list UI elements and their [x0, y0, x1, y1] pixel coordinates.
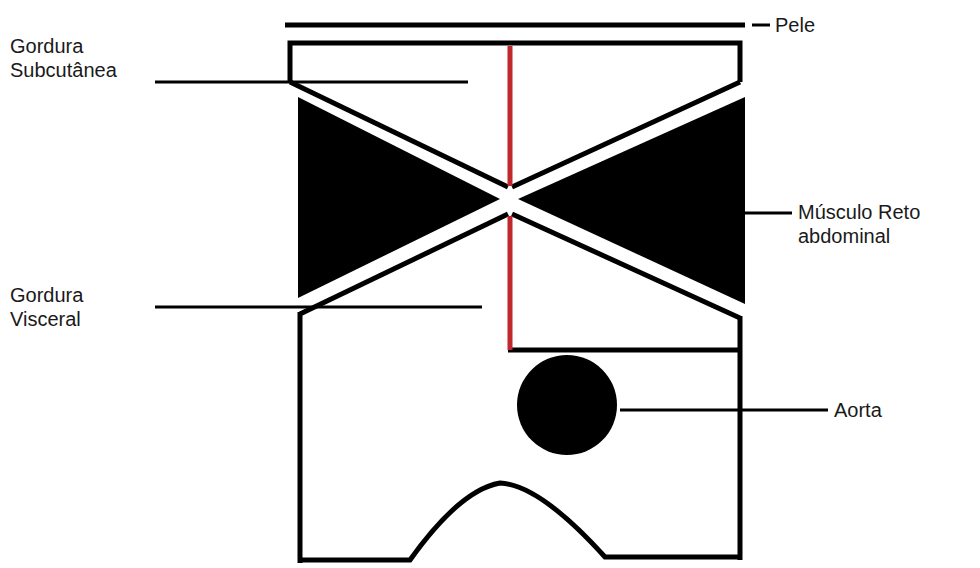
measure-line	[508, 46, 513, 186]
cavity-wall	[738, 316, 743, 560]
skin-line	[285, 23, 745, 28]
part-label: Gordura Subcutânea	[10, 34, 150, 82]
cavity-wall	[298, 312, 303, 563]
aorta-circle	[517, 355, 617, 455]
part-label: Aorta	[834, 398, 934, 422]
spine-outline	[300, 483, 740, 560]
fascia-line	[512, 214, 740, 318]
part-label: Gordura Visceral	[10, 283, 150, 331]
part-label: Músculo Reto abdominal	[798, 200, 948, 248]
part-label: Pele	[775, 13, 855, 37]
leader-line	[738, 212, 792, 215]
measure-line	[508, 216, 513, 350]
rectus-muscle-right	[518, 97, 745, 304]
subcutaneous-fat-outline	[290, 43, 740, 82]
leader-line	[620, 409, 828, 412]
leader-line	[752, 24, 770, 27]
visceral-fat-bottom	[508, 348, 740, 353]
fascia-line	[300, 214, 508, 314]
leader-line	[155, 306, 482, 309]
leader-line	[155, 81, 468, 84]
